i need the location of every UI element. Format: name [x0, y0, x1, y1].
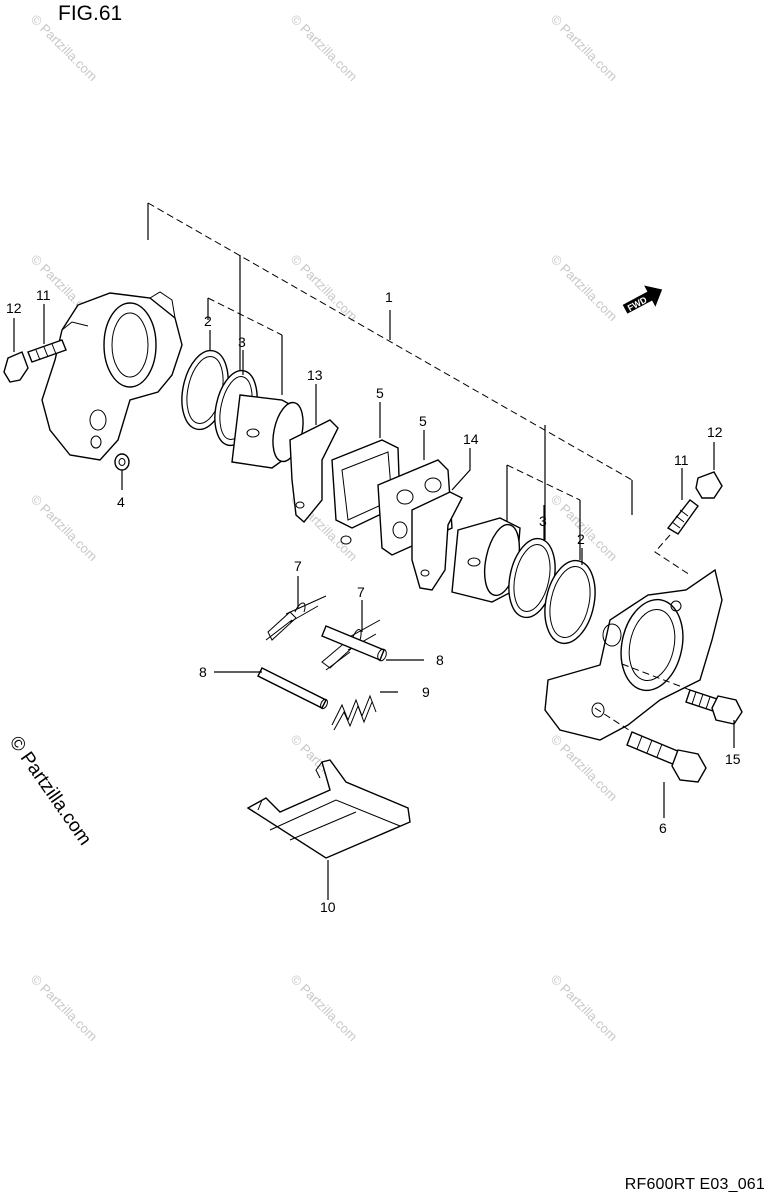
callout-3: 3	[238, 334, 246, 350]
caliper-body-right	[544, 568, 723, 741]
mounting-bolt-6	[594, 707, 707, 783]
figure-title: FIG.61	[58, 2, 123, 25]
piston-right	[451, 517, 521, 603]
pad-pin-8b	[257, 667, 328, 710]
callout-1: 1	[385, 289, 393, 305]
callout-11: 11	[674, 452, 689, 468]
callout-10: 10	[320, 899, 336, 915]
bleeder-cap-left	[3, 351, 29, 383]
callout-13: 13	[307, 367, 323, 383]
kit-bracket-right	[506, 425, 581, 560]
watermark: © Partzilla.com	[28, 492, 101, 565]
callout-11: 11	[36, 287, 51, 303]
leader-lines	[13, 304, 735, 900]
caliper-body-left	[41, 291, 183, 461]
watermark: © Partzilla.com	[548, 12, 621, 85]
callout-3: 3	[539, 513, 547, 529]
pad-shim-13	[289, 419, 339, 524]
watermark: © Partzilla.com	[548, 252, 621, 325]
pin-clip-7a	[265, 595, 327, 641]
piston-seal-right	[544, 559, 596, 645]
watermark: © Partzilla.com	[548, 972, 621, 1045]
watermark: © Partzilla.com	[28, 12, 101, 85]
callout-14: 14	[463, 431, 479, 447]
callout-5: 5	[419, 413, 427, 429]
callouts: 1 2 3 12 11 4 13 5 5 14 12 11 3 2 7 7 8 …	[6, 287, 741, 915]
pad-pin-8a	[321, 625, 387, 662]
callout-5: 5	[376, 385, 384, 401]
drawing-code: RF600RT E03_061	[624, 1176, 765, 1193]
callout-7: 7	[294, 558, 302, 574]
bleeder-cap-right	[695, 471, 723, 499]
callout-7: 7	[357, 584, 365, 600]
callout-12: 12	[6, 300, 22, 316]
kit-bracket-left	[207, 255, 283, 395]
watermark: © Partzilla.com	[548, 732, 621, 805]
callout-4: 4	[117, 494, 125, 510]
bleeder-valve-left	[27, 339, 67, 363]
watermark: © Partzilla.com	[288, 12, 361, 85]
fwd-arrow-icon: FWD	[622, 285, 663, 314]
pad-cover-10	[246, 759, 411, 859]
watermark: © Partzilla.com	[548, 492, 621, 565]
callout-8: 8	[199, 664, 207, 680]
callout-2: 2	[204, 313, 212, 329]
bleeder-valve-right	[654, 499, 699, 576]
callout-8: 8	[436, 652, 444, 668]
pad-shim-14	[411, 491, 463, 591]
watermark-grid: © Partzilla.com © Partzilla.com © Partzi…	[28, 12, 621, 1045]
watermark: © Partzilla.com	[28, 972, 101, 1045]
dust-seal-right	[508, 537, 556, 619]
washer-4	[114, 453, 130, 471]
pad-spring-9	[331, 694, 377, 731]
watermark: © Partzilla.com	[288, 972, 361, 1045]
callout-9: 9	[422, 684, 430, 700]
assembly-bracket-1	[147, 202, 633, 515]
watermark: © Partzilla.com	[288, 252, 361, 325]
callout-6: 6	[659, 820, 667, 836]
callout-2: 2	[577, 531, 585, 547]
callout-12: 12	[707, 424, 723, 440]
callout-15: 15	[725, 751, 741, 767]
